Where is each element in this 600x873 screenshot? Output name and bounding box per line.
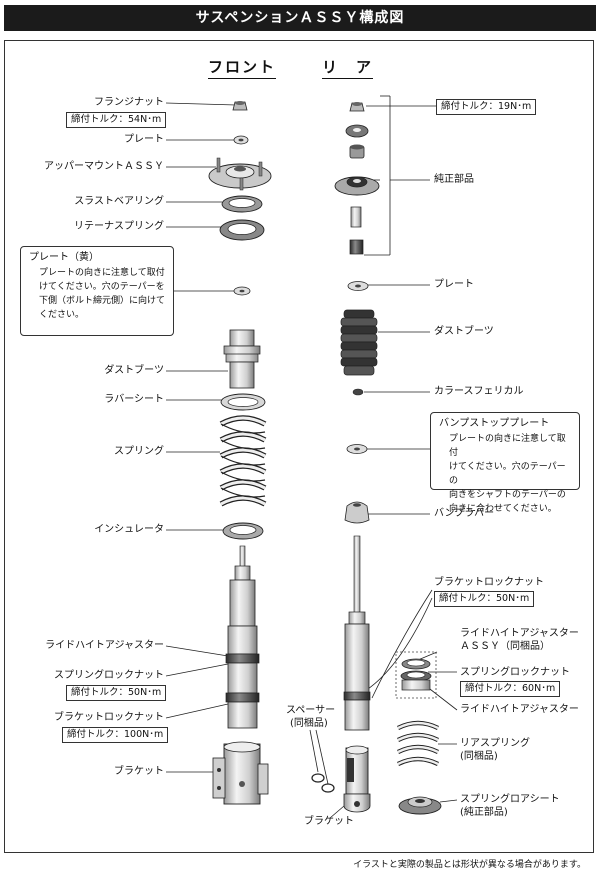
leader-lines bbox=[165, 95, 458, 819]
label-spring: スプリング bbox=[114, 446, 164, 457]
label-upper-mount: アッパーマウントＡＳＳＹ bbox=[44, 161, 164, 172]
diagram-frame bbox=[4, 40, 594, 853]
title-bar: サスペンションＡＳＳＹ構成図 bbox=[4, 5, 596, 31]
label-front-bracket-lock-nut: ブラケットロックナット bbox=[54, 712, 164, 723]
torque-rear-spring-lock-nut: 締付トルク：60N･m bbox=[460, 681, 561, 697]
label-genuine-parts: 純正部品 bbox=[434, 174, 474, 185]
torque-flange-nut: 締付トルク：54N･m bbox=[66, 112, 167, 128]
label-rubber-seat: ラバーシート bbox=[104, 394, 164, 405]
label-retainer-spring: リテーナスプリング bbox=[74, 221, 164, 232]
label-rear-spring-lock-nut: スプリングロックナット bbox=[460, 667, 570, 678]
torque-front-bracket-lock-nut: 締付トルク：100N･m bbox=[62, 727, 169, 743]
torque-front-spring-lock-nut: 締付トルク：50N･m bbox=[66, 685, 167, 701]
label-spacer-sub: (同梱品) bbox=[290, 718, 328, 729]
rear-note-title: バンプストッププレート bbox=[439, 418, 550, 429]
label-rear-bracket: ブラケット bbox=[304, 816, 354, 827]
label-rear-spring: リアスプリング bbox=[460, 738, 530, 749]
torque-rear-top: 締付トルク：19N･m bbox=[436, 99, 537, 115]
label-spacer: スペーサー bbox=[286, 705, 336, 716]
front-plate-note: プレート（黄） プレートの向きに注意して取付 けてください。穴のテーパーを 下側… bbox=[20, 246, 174, 336]
front-assembly bbox=[208, 101, 272, 805]
bump-stop-plate-note: バンプストッププレート プレートの向きに注意して取付 けてください。穴のテーパー… bbox=[430, 412, 580, 514]
label-spring-lower-seat: スプリングロアシート bbox=[460, 794, 560, 805]
label-insulator: インシュレータ bbox=[94, 524, 164, 535]
torque-rear-bracket-lock-nut: 締付トルク：50N･m bbox=[434, 591, 535, 607]
label-rear-plate: プレート bbox=[434, 279, 474, 290]
label-spring-lower-seat-sub: (純正部品) bbox=[460, 807, 508, 818]
label-front-dust-boots: ダストブーツ bbox=[104, 365, 164, 376]
footer-disclaimer: イラストと実際の製品とは形状が異なる場合があります。 bbox=[353, 860, 586, 870]
label-rear-dust-boots: ダストブーツ bbox=[434, 326, 494, 337]
label-rear-spring-sub: (同梱品) bbox=[460, 751, 498, 762]
label-front-bracket: ブラケット bbox=[114, 766, 164, 777]
label-ride-height-assy: ライドハイトアジャスター bbox=[460, 628, 579, 639]
label-collar-spherical: カラースフェリカル bbox=[434, 386, 524, 397]
label-flange-nut: フランジナット bbox=[94, 97, 164, 108]
label-bump-rubber: バンプラバー bbox=[434, 508, 495, 519]
label-rear-ride-height-adjuster: ライドハイトアジャスター bbox=[460, 704, 579, 715]
rear-assembly bbox=[311, 102, 442, 815]
front-note-title: プレート（黄） bbox=[29, 252, 99, 263]
rear-heading: リ ア bbox=[322, 56, 374, 79]
label-front-ride-height-adjuster: ライドハイトアジャスター bbox=[45, 640, 164, 651]
label-ride-height-assy-sub: ＡＳＳＹ（同梱品） bbox=[460, 641, 550, 652]
label-front-plate: プレート bbox=[124, 134, 164, 145]
label-rear-bracket-lock-nut: ブラケットロックナット bbox=[434, 577, 544, 588]
rear-note-body: プレートの向きに注意して取付 けてください。穴のテーパーの 向きをシャフトのテー… bbox=[449, 434, 566, 514]
label-front-spring-lock-nut: スプリングロックナット bbox=[54, 670, 164, 681]
front-note-body: プレートの向きに注意して取付 けてください。穴のテーパーを 下側（ボルト締元側）… bbox=[39, 268, 166, 320]
label-thrust-bearing: スラストベアリング bbox=[74, 196, 164, 207]
front-heading: フロント bbox=[208, 56, 277, 79]
